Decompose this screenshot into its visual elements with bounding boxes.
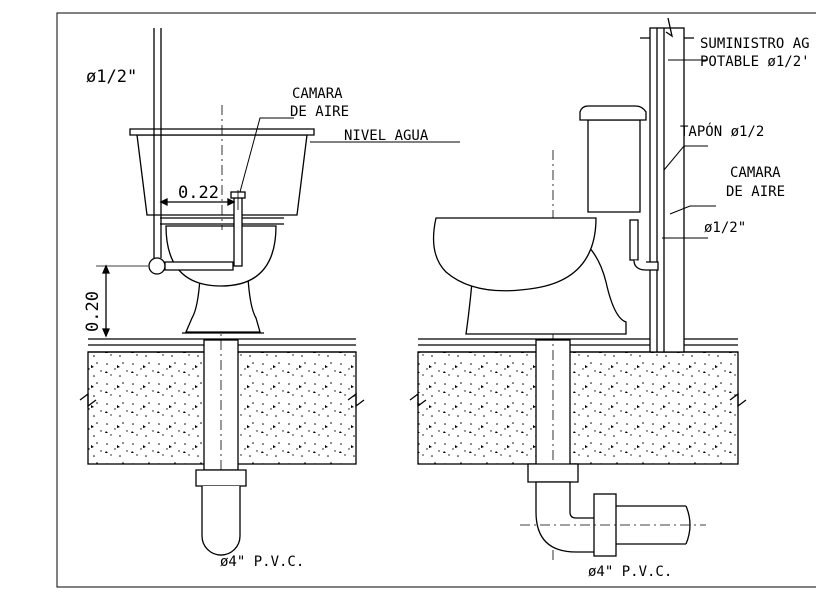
label-camara-left-2: DE AIRE	[290, 104, 349, 120]
label-suministro-1: SUMINISTRO AG	[700, 36, 810, 52]
label-camara-left-1: CAMARA	[292, 86, 343, 102]
label-suministro-2: POTABLE ø1/2'	[700, 54, 810, 70]
label-camara-right-1: CAMARA	[730, 165, 781, 181]
side-view	[409, 17, 747, 560]
label-pvc-left: ø4" P.V.C.	[220, 554, 304, 570]
label-pipe-left: ø1/2"	[86, 67, 137, 87]
label-nivel-agua: NIVEL AGUA	[344, 128, 429, 144]
drawing-frame	[56, 12, 816, 588]
concrete-slab-right	[417, 351, 739, 465]
label-pipe-right: ø1/2"	[704, 220, 746, 236]
label-pvc-right: ø4" P.V.C.	[588, 564, 672, 580]
label-camara-right-2: DE AIRE	[726, 184, 785, 200]
front-view	[79, 28, 460, 560]
label-dim-vertical: 0.20	[83, 291, 103, 332]
label-dim-horizontal: 0.22	[178, 183, 219, 203]
label-tapon: TAPÓN ø1/2	[680, 122, 764, 140]
